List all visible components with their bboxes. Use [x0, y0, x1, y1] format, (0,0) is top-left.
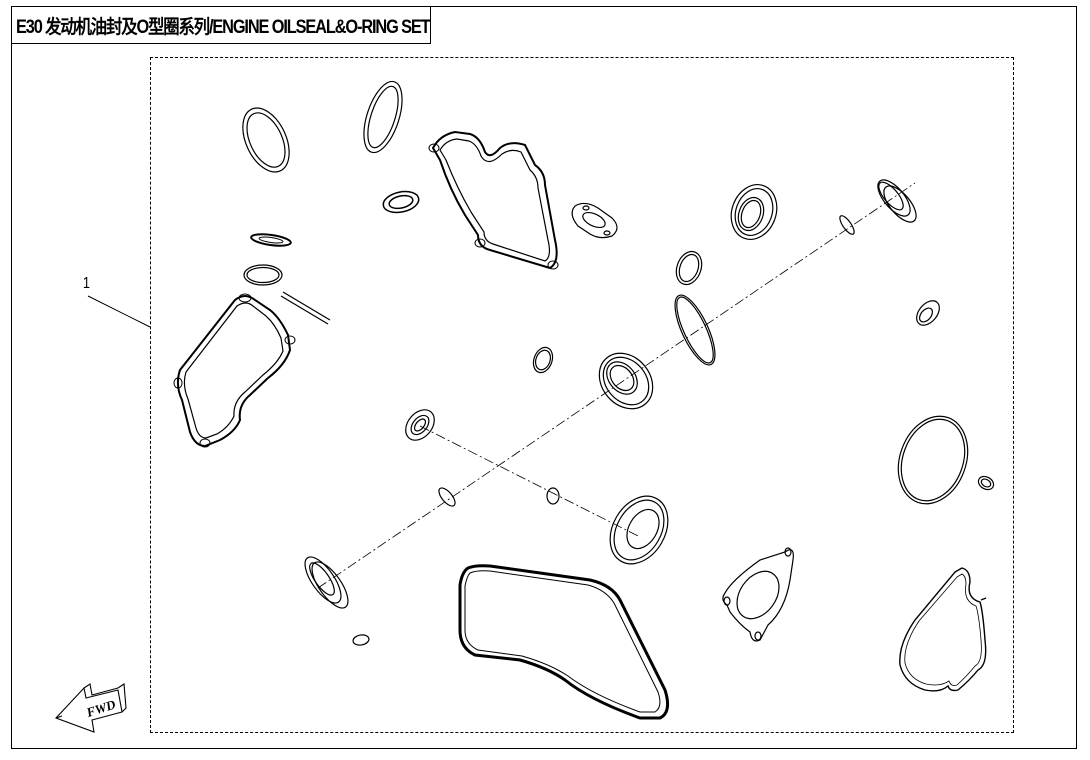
drawing-frame	[11, 6, 1077, 749]
oil-seal-upper-right	[730, 184, 778, 240]
o-ring-small-center-top	[675, 250, 703, 286]
valve-cover-gasket-left	[173, 293, 296, 448]
o-ring-tiny-right	[977, 475, 995, 491]
callout-leader-line	[87, 295, 151, 328]
oil-seal-small-mid	[405, 409, 435, 441]
o-ring-oval-top-left	[242, 107, 290, 173]
oil-seal-lower-left	[304, 556, 349, 609]
dowel-pin	[280, 291, 331, 325]
valve-cover-gasket-center	[428, 130, 559, 270]
oil-seal-small-right	[916, 300, 940, 326]
oil-seal-large-lower	[609, 495, 669, 565]
oil-seal-large-center	[598, 352, 654, 410]
assembly-axis-lines	[317, 182, 916, 589]
kit-boundary-dashed-box	[150, 57, 1014, 733]
o-ring-small-bottom-left	[352, 634, 370, 646]
o-ring-small-axis-left	[438, 487, 456, 507]
title-block: E30 发动机油封及O型圈系列/ENGINE OILSEAL&O-RING SE…	[11, 6, 431, 44]
o-ring-oval-center	[674, 294, 716, 366]
small-flange-gasket	[571, 202, 618, 239]
o-ring-oval-top	[363, 80, 403, 154]
flange-gasket-3-hole	[722, 547, 794, 642]
o-ring-small-axis-right	[546, 487, 560, 505]
oil-seal-flat-left	[250, 233, 292, 247]
o-ring-small-mid	[532, 346, 554, 374]
o-ring-small-right-top	[839, 215, 855, 235]
oil-seal-small-top	[382, 190, 420, 214]
o-ring-small-left	[243, 264, 283, 286]
o-ring-large-right	[897, 415, 969, 505]
oil-pan-gasket	[458, 564, 670, 720]
callout-number-1[interactable]: 1	[82, 275, 91, 292]
page-title: E30 发动机油封及O型圈系列/ENGINE OILSEAL&O-RING SE…	[16, 16, 431, 38]
cover-gasket-right	[899, 567, 987, 692]
oil-seal-right-top	[877, 179, 917, 223]
fwd-arrow-icon	[55, 683, 127, 733]
